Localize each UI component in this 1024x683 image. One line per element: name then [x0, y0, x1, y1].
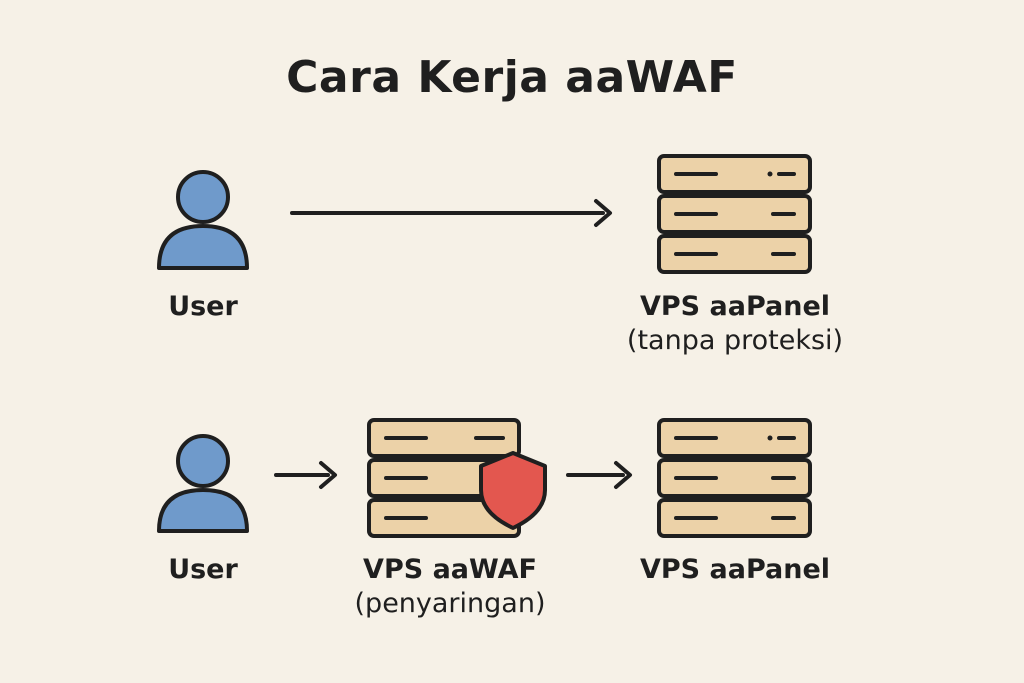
server-label-row1: VPS aaPanel (tanpa proteksi): [600, 290, 870, 358]
arrow-waf-to-server: [566, 461, 632, 489]
server-label-row2: VPS aaPanel: [620, 553, 850, 587]
server-icon-row1: [657, 154, 812, 274]
server-label-row1-subtitle: (tanpa proteksi): [626, 325, 844, 356]
user-icon-row1: [157, 170, 249, 270]
waf-label: VPS aaWAF (penyaringan): [320, 553, 580, 621]
user-label-row2-text: User: [168, 554, 238, 585]
user-icon-row2: [157, 434, 249, 533]
waf-label-subtitle: (penyaringan): [354, 588, 546, 619]
user-label-row1: User: [133, 290, 273, 324]
server-label-row1-title: VPS aaPanel: [639, 291, 831, 322]
user-label-row1-text: User: [168, 291, 238, 322]
arrow-user-to-waf: [274, 461, 337, 489]
server-label-row2-title: VPS aaPanel: [639, 554, 831, 585]
user-label-row2: User: [133, 553, 273, 587]
diagram-title: Cara Kerja aaWAF: [286, 52, 738, 103]
waf-label-title: VPS aaWAF: [363, 554, 537, 585]
arrow-direct: [290, 199, 612, 227]
shield-icon: [479, 451, 547, 530]
server-icon-row2: [657, 418, 812, 538]
